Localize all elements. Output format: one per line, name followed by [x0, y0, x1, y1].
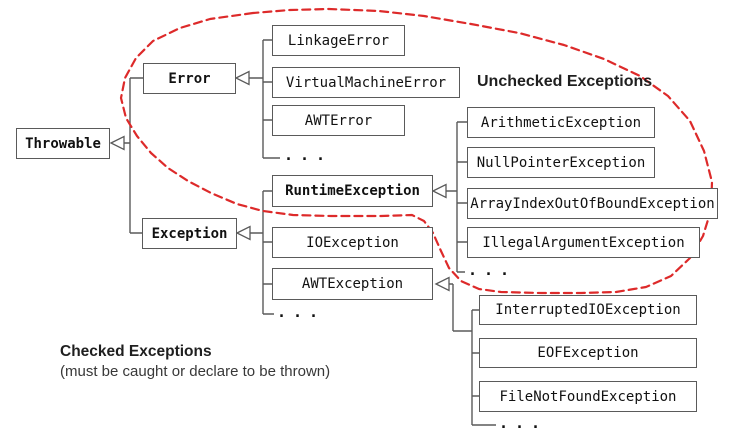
node-runtime-exception: RuntimeException — [272, 175, 433, 207]
ellipsis-error-children: ... — [284, 146, 333, 164]
unchecked-exceptions-label: Unchecked Exceptions — [477, 73, 653, 90]
arrowhead-throwable — [109, 135, 125, 151]
node-null-pointer-exception: NullPointerException — [467, 147, 655, 178]
node-array-index-out-of-bound-exception: ArrayIndexOutOfBoundException — [467, 188, 718, 219]
node-error: Error — [143, 63, 236, 94]
arrowhead-error — [234, 70, 250, 86]
node-throwable: Throwable — [16, 128, 110, 159]
node-illegal-argument-exception: IllegalArgumentException — [467, 227, 700, 258]
node-interrupted-io-exception: InterruptedIOException — [479, 295, 697, 325]
inheritance-arrowheads — [109, 70, 450, 292]
inheritance-connectors — [124, 39, 496, 426]
arrowhead-exception — [235, 225, 251, 241]
node-io-exception: IOException — [272, 227, 433, 258]
node-eof-exception: EOFException — [479, 338, 697, 368]
ellipsis-exception-children: ... — [277, 303, 326, 321]
ellipsis-awt-exception-children: ... — [499, 414, 548, 432]
arrowhead-awt-exception — [434, 276, 450, 292]
node-file-not-found-exception: FileNotFoundException — [479, 381, 697, 412]
node-awt-exception: AWTException — [272, 268, 433, 300]
node-linkage-error: LinkageError — [272, 25, 405, 56]
ellipsis-runtime-children: ... — [468, 261, 517, 279]
unchecked-region-dashed-loop — [119, 7, 714, 295]
node-awt-error: AWTError — [272, 105, 405, 136]
node-virtual-machine-error: VirtualMachineError — [272, 67, 460, 98]
arrowhead-runtime-exception — [431, 183, 447, 199]
node-arithmetic-exception: ArithmeticException — [467, 107, 655, 138]
node-exception: Exception — [142, 218, 237, 249]
checked-exceptions-label: Checked Exceptions — [60, 343, 212, 360]
checked-exceptions-note: (must be caught or declare to be thrown) — [60, 363, 331, 380]
